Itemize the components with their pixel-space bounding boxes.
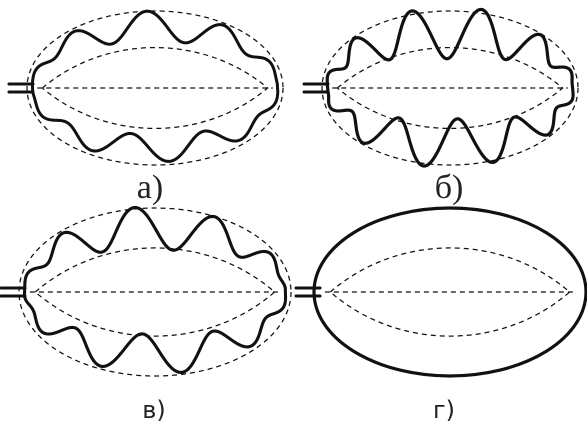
panel-c-diagram xyxy=(1,208,291,376)
panel-c-label: в) xyxy=(134,398,174,422)
panel-a-wave-path xyxy=(32,11,277,161)
panel-b-diagram xyxy=(304,9,578,166)
panel-a-diagram xyxy=(9,11,283,165)
panel-d-label: г) xyxy=(424,398,464,422)
panel-a-label: а) xyxy=(122,171,178,205)
panel-c-wave-path xyxy=(24,208,285,373)
panel-d-diagram xyxy=(296,208,586,376)
panel-c-dashed-guides xyxy=(19,208,291,376)
panel-b-label: б) xyxy=(421,171,477,205)
panel-a-dashed-guides xyxy=(27,11,283,165)
